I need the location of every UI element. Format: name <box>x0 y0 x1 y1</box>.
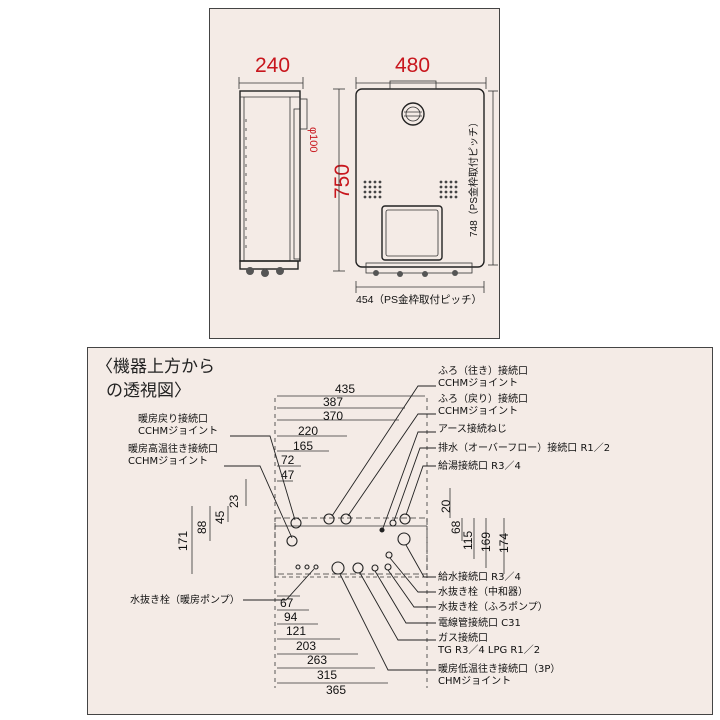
label-heating-return: 暖房戻り接続口 <box>138 412 208 425</box>
dim-435: 435 <box>335 382 355 396</box>
dim-370: 370 <box>323 409 343 423</box>
dim-23: 23 <box>227 494 241 508</box>
perspective-title-line1: 〈機器上方から <box>96 357 215 377</box>
heating-high-supply-port <box>286 535 298 547</box>
dim-220: 220 <box>298 424 318 438</box>
connection-ports <box>286 513 411 575</box>
dim-68: 68 <box>449 520 463 534</box>
water-inlet-port <box>397 532 411 546</box>
bath-supply-port <box>323 513 335 525</box>
duct-diameter-label: φ100 <box>307 127 319 153</box>
label-bath-supply-joint: CCHMジョイント <box>438 378 518 389</box>
label-water-inlet: 給水接続口 R3／4 <box>438 570 521 583</box>
label-bath-return: ふろ（戻り）接続口 <box>438 392 528 405</box>
dim-20: 20 <box>439 499 453 513</box>
hot-water-port <box>399 513 411 525</box>
label-drain-bath-pump: 水抜き栓（ふろポンプ） <box>438 600 548 613</box>
label-drain-overflow: 排水（オーバーフロー）接続口 R1／2 <box>438 441 610 454</box>
dim-365: 365 <box>326 683 346 697</box>
drain-heating-pump <box>313 564 319 570</box>
side-width-dim: 240 <box>255 54 290 77</box>
label-heating-low-supply-joint: CHMジョイント <box>438 676 511 687</box>
bottom-dimension-lines <box>277 595 388 684</box>
perspective-title-line2: の透視図〉 <box>106 381 191 401</box>
dim-169: 169 <box>479 532 493 552</box>
ps-pitch-width-label: 454（PS金枠取付ピッチ） <box>356 293 482 306</box>
drain-port <box>389 519 397 527</box>
dim-203: 203 <box>296 639 316 653</box>
dim-174: 174 <box>497 533 511 553</box>
dim-47: 47 <box>281 468 295 482</box>
top-perspective-panel: 〈機器上方から の透視図〉 435 387 <box>87 347 713 715</box>
label-bath-supply: ふろ（往き）接続口 <box>438 364 528 377</box>
drain-bath-pump <box>371 564 379 572</box>
dim-165: 165 <box>293 439 313 453</box>
dim-263: 263 <box>307 653 327 667</box>
conduit-port <box>352 562 364 574</box>
label-heating-high-supply-joint: CCHMジョイント <box>128 456 208 467</box>
label-earth-screw: アース接続ねじ <box>438 422 507 435</box>
label-bath-return-joint: CCHMジョイント <box>438 406 518 417</box>
front-view-unit <box>355 80 485 277</box>
label-heating-return-joint: CCHMジョイント <box>138 426 218 437</box>
dim-115: 115 <box>461 531 475 550</box>
label-heating-high-supply: 暖房高温往き接続口 <box>128 442 218 455</box>
dim-171: 171 <box>176 531 190 551</box>
dim-72: 72 <box>281 453 295 467</box>
dim-387: 387 <box>323 395 343 409</box>
label-drain-neutralizer: 水抜き栓（中和器） <box>438 585 528 598</box>
top-perspective-drawing: 〈機器上方から の透視図〉 435 387 <box>96 357 610 697</box>
label-drain-heating-pump: 水抜き栓（暖房ポンプ） <box>130 593 240 606</box>
label-hot-water: 給湯接続口 R3／4 <box>438 459 521 472</box>
right-dimension-lines <box>449 488 505 574</box>
dim-121: 121 <box>286 624 306 638</box>
low-supply-a <box>295 564 301 570</box>
low-supply-b <box>304 564 310 570</box>
label-conduit: 電線管接続口 C31 <box>438 616 521 629</box>
bath-return-port <box>340 513 352 525</box>
label-gas-spec: TG R3／4 LPG R1／2 <box>437 644 540 656</box>
heating-return-port <box>290 517 302 529</box>
left-dimension-lines <box>191 479 247 574</box>
height-dim: 750 <box>331 164 354 199</box>
dim-315: 315 <box>317 668 337 682</box>
dim-88: 88 <box>195 520 209 534</box>
dim-67: 67 <box>280 596 294 610</box>
external-dimensions-panel: 240 480 750 φ100 <box>209 8 500 339</box>
gas-port <box>331 561 345 575</box>
label-gas: ガス接続口 <box>438 631 488 644</box>
drain-neutralizer <box>384 563 392 571</box>
side-view-unit <box>239 90 308 277</box>
drain-valve-b <box>385 551 393 559</box>
dim-94: 94 <box>284 610 298 624</box>
ps-pitch-height-label: 748（PS金枠取付ピッチ） <box>467 117 480 237</box>
label-heating-low-supply: 暖房低温往き接続口（3P） <box>438 662 560 675</box>
earth-screw <box>379 527 385 533</box>
dim-45: 45 <box>213 510 227 524</box>
top-dimension-lines <box>277 395 425 482</box>
front-width-dim: 480 <box>395 54 430 77</box>
external-dimensions-drawing: 240 480 750 φ100 <box>238 54 498 306</box>
